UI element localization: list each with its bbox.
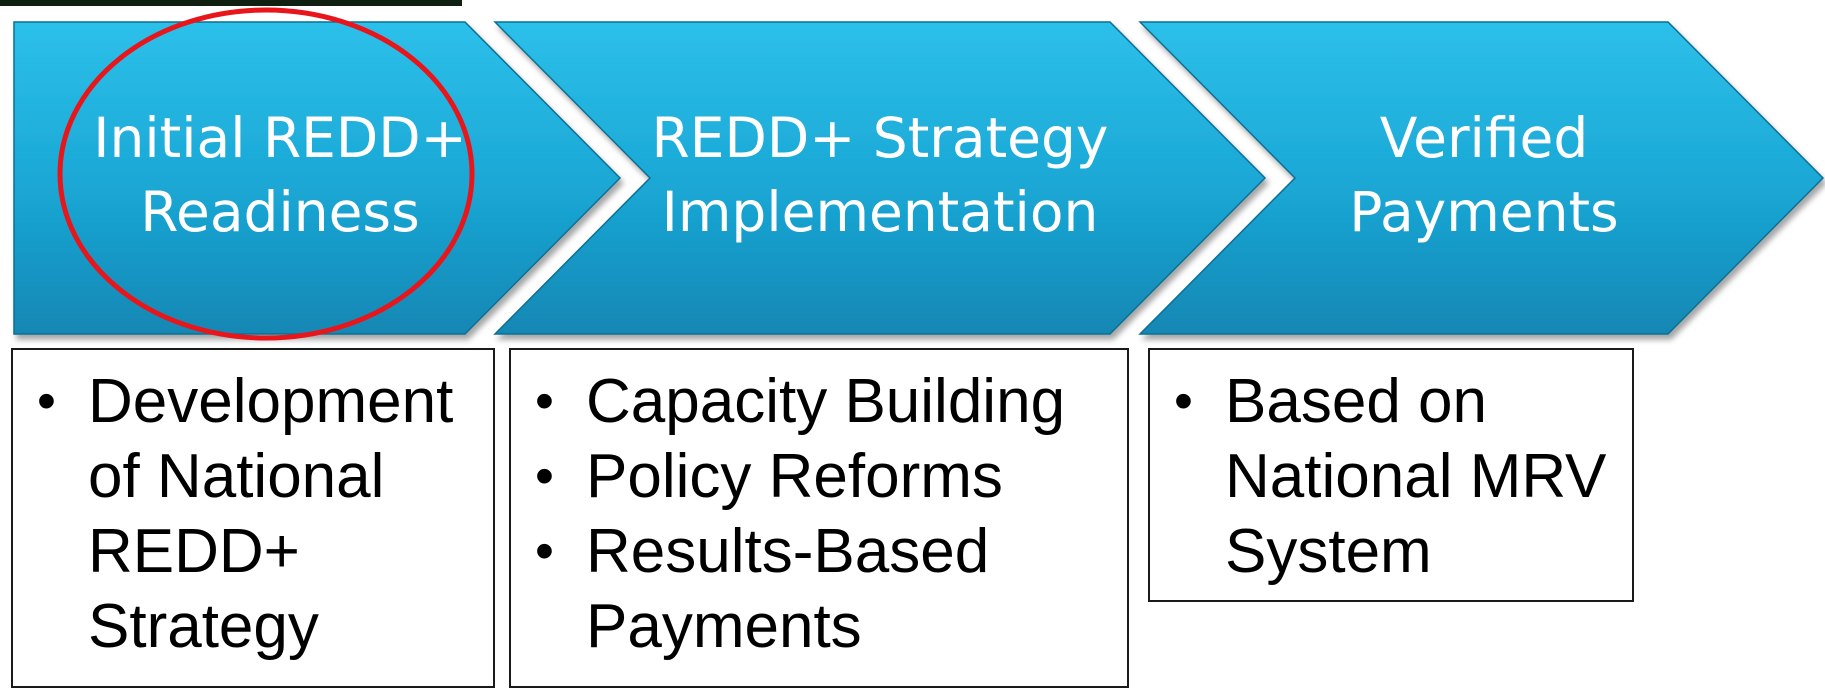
- stage-3-line-2: Payments: [1349, 180, 1619, 244]
- bullet-dot: •: [535, 446, 554, 506]
- bullet-dot: •: [37, 371, 56, 431]
- chevron-group: [13, 21, 1825, 335]
- stage-2-line-1: REDD+ Strategy: [651, 106, 1109, 170]
- bullet-line: Payments: [586, 592, 862, 661]
- stage-1-details: • Development of National REDD+ Strategy: [11, 348, 495, 688]
- stage-3-details: • Based on National MRV System: [1148, 348, 1634, 602]
- bullet-line: Development: [88, 367, 454, 436]
- bullet-dot: •: [535, 371, 554, 431]
- stage-2-details: • Capacity Building • Policy Reforms • R…: [509, 348, 1129, 688]
- process-diagram: [0, 0, 1825, 515]
- bullet-line: Results-Based: [586, 517, 990, 586]
- bullet-dot: •: [1174, 371, 1193, 431]
- bullet-line: System: [1225, 517, 1432, 586]
- bullet-line: Strategy: [88, 592, 319, 661]
- bullet-line: REDD+: [88, 517, 300, 586]
- chevron-stage-1: [13, 21, 622, 335]
- stage-3-bullet-1: • Based on National MRV System: [1170, 364, 1632, 589]
- top-left-image-strip: [0, 0, 462, 6]
- chevron-stage-3: [1138, 21, 1825, 335]
- stage-2-line-2: Implementation: [661, 180, 1099, 244]
- stage-2-label: REDD+ Strategy Implementation: [630, 100, 1130, 250]
- stage-3-line-1: Verified: [1379, 106, 1589, 170]
- highlight-circle: [57, 7, 475, 341]
- stage-1-bullet-1: • Development of National REDD+ Strategy: [33, 364, 493, 664]
- stage-2-bullet-2: • Policy Reforms: [531, 439, 1127, 514]
- bullet-line: Capacity Building: [586, 367, 1066, 436]
- chevron-stage-2: [493, 21, 1267, 335]
- bullet-dot: •: [535, 521, 554, 581]
- bullet-line: of National: [88, 442, 385, 511]
- stage-2-bullet-3: • Results-Based Payments: [531, 514, 1127, 664]
- stage-1-line-2: Readiness: [140, 180, 420, 244]
- stage-1-line-1: Initial REDD+: [93, 106, 467, 170]
- stage-1-label: Initial REDD+ Readiness: [30, 100, 530, 250]
- stage-3-label: Verified Payments: [1234, 100, 1734, 250]
- bullet-line: Based on: [1225, 367, 1487, 436]
- stage-2-bullet-1: • Capacity Building: [531, 364, 1127, 439]
- bullet-line: Policy Reforms: [586, 442, 1003, 511]
- bullet-line: National MRV: [1225, 442, 1607, 511]
